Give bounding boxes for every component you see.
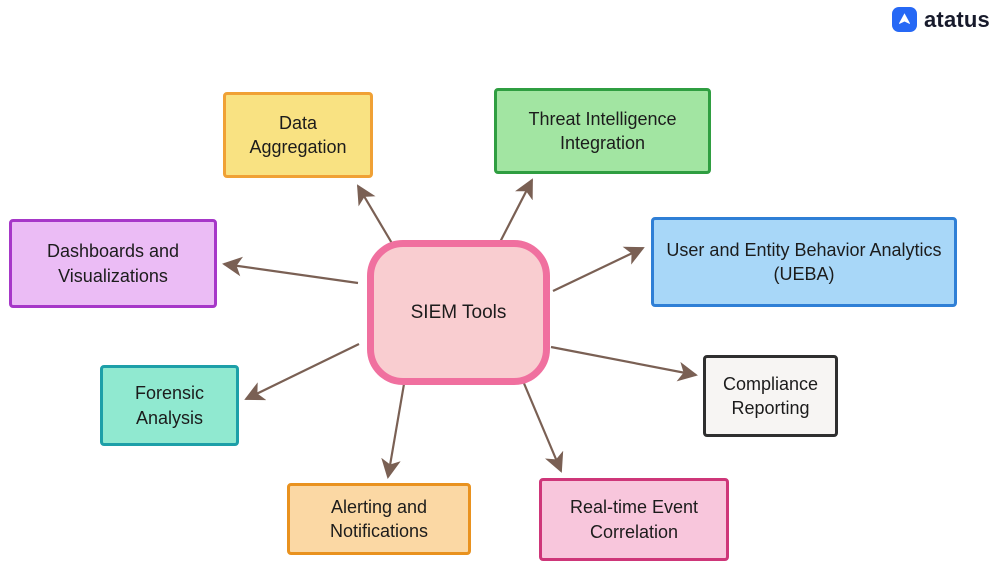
arrow-center-to-compliance-reporting [550, 345, 698, 382]
node-data-aggregation: Data Aggregation [223, 92, 373, 178]
node-siem-tools-label: SIEM Tools [410, 301, 507, 323]
node-ueba-label: User and Entity Behavior Analytics (UEBA… [666, 239, 942, 284]
atatus-arrow-icon [892, 7, 917, 32]
node-real-time-event-correlation: Real-time Event Correlation [539, 478, 729, 561]
node-real-time-event-correlation-label: Real-time Event Correlation [569, 497, 699, 542]
node-forensic-analysis-label: Forensic Analysis [134, 383, 205, 428]
arrow-center-to-forensic-analysis [244, 343, 360, 401]
node-compliance-reporting: Compliance Reporting [703, 355, 838, 437]
arrow-center-to-threat-intelligence [497, 178, 533, 247]
node-ueba: User and Entity Behavior Analytics (UEBA… [651, 217, 957, 307]
node-siem-tools: SIEM Tools [367, 240, 550, 385]
arrow-center-to-alerting-and-notifications [381, 383, 406, 479]
node-threat-intelligence-integration: Threat Intelligence Integration [494, 88, 711, 174]
arrow-center-to-dashboards-and-visualizations [222, 256, 359, 285]
node-dashboards-and-visualizations: Dashboards and Visualizations [9, 219, 217, 308]
arrow-center-to-data-aggregation [356, 184, 394, 246]
node-compliance-reporting-label: Compliance Reporting [722, 373, 819, 418]
node-alerting-and-notifications-label: Alerting and Notifications [329, 496, 429, 541]
node-threat-intelligence-integration-label: Threat Intelligence Integration [528, 108, 677, 153]
node-alerting-and-notifications: Alerting and Notifications [287, 483, 471, 555]
node-dashboards-and-visualizations-label: Dashboards and Visualizations [46, 241, 180, 286]
arrow-center-to-real-time-event-correlation [521, 380, 564, 473]
atatus-logo-text: atatus [924, 7, 990, 32]
atatus-logo[interactable]: atatus [892, 7, 990, 32]
arrow-center-to-ueba [552, 246, 645, 292]
node-forensic-analysis: Forensic Analysis [100, 365, 239, 446]
node-data-aggregation-label: Data Aggregation [249, 112, 347, 157]
